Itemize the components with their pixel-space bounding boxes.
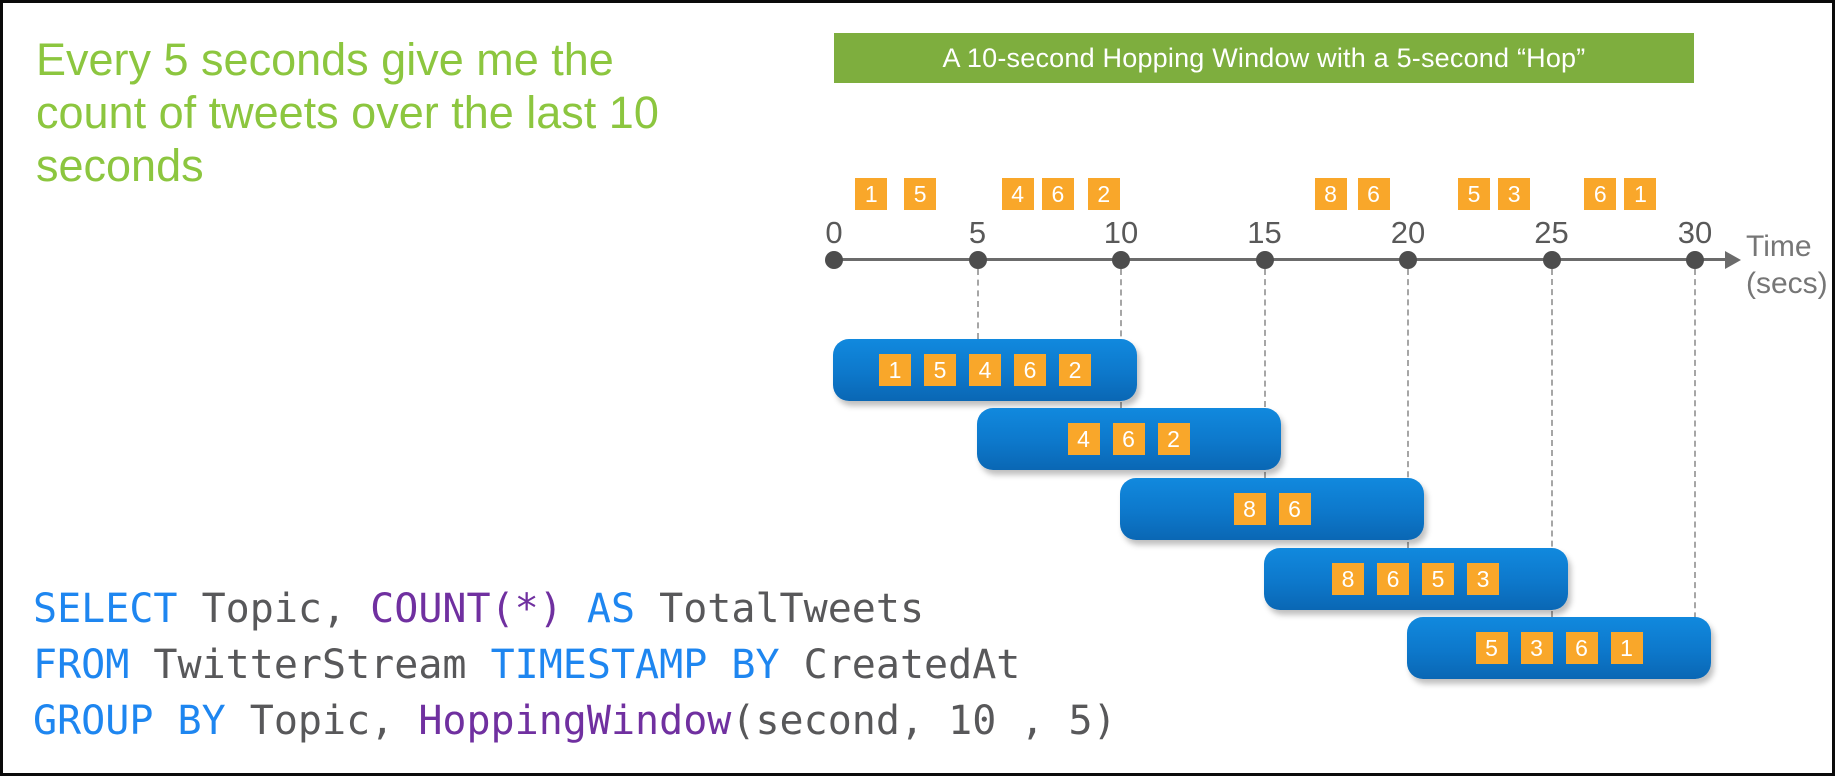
banner-title: A 10-second Hopping Window with a 5-seco… [834, 33, 1694, 83]
window-event-box: 6 [1112, 423, 1145, 455]
sql-keyword: TIMESTAMP BY [490, 642, 780, 688]
sql-text: Topic, [177, 586, 371, 632]
gridline-dashed-20 [1407, 269, 1409, 548]
sql-code-line: GROUP BY Topic, HoppingWindow(second, 10… [33, 693, 1117, 749]
window-event-box: 8 [1233, 493, 1266, 525]
event-box: 2 [1087, 178, 1120, 210]
tick-dot-5 [968, 251, 987, 269]
tick-dot-30 [1686, 251, 1704, 269]
window-event-box: 5 [1475, 632, 1508, 664]
time-axis-label-line2: (secs) [1746, 267, 1828, 300]
tick-dot-15 [1255, 251, 1274, 269]
tick-dot-0 [825, 251, 843, 269]
window-event-box: 1 [879, 354, 911, 386]
event-box: 6 [1357, 178, 1390, 210]
window-event-box: 5 [1422, 563, 1454, 595]
event-box: 1 [1624, 178, 1657, 210]
tick-label-25: 25 [1534, 215, 1569, 250]
headline-line: count of tweets over the last 10 [36, 87, 659, 138]
time-axis-label-line1: Time [1746, 230, 1812, 263]
event-box: 5 [1458, 178, 1490, 210]
event-box: 6 [1041, 178, 1074, 210]
tick-label-30: 30 [1677, 215, 1713, 250]
window-event-box: 2 [1059, 354, 1091, 386]
sql-text: TwitterStream [129, 642, 491, 688]
window-event-box: 6 [1377, 563, 1409, 595]
event-box: 8 [1314, 178, 1347, 210]
gridline-dashed-30 [1694, 269, 1696, 679]
sql-keyword: SELECT [33, 586, 178, 632]
gridline-dashed-25 [1550, 269, 1553, 617]
window-event-box: 4 [969, 354, 1001, 386]
sql-code-line: SELECT Topic, COUNT(*) AS TotalTweets [33, 581, 1117, 637]
tick-label-20: 20 [1390, 215, 1426, 250]
window-event-box: 6 [1565, 632, 1598, 664]
headline-line: seconds [36, 140, 204, 191]
sql-keyword: AS [562, 586, 660, 632]
tick-label-10: 10 [1103, 215, 1139, 250]
window-event-box: 5 [924, 354, 956, 386]
sql-keyword: GROUP BY [33, 698, 226, 744]
tick-label-15: 15 [1247, 215, 1282, 250]
window-event-box: 6 [1278, 493, 1311, 525]
window-event-box: 3 [1520, 632, 1553, 664]
sql-text: Topic, [225, 698, 419, 744]
tick-label-5: 5 [968, 215, 987, 250]
event-box: 4 [1001, 178, 1034, 210]
sql-keyword: FROM [33, 642, 130, 688]
gridline-dashed-15 [1263, 269, 1266, 478]
tick-dot-25 [1542, 251, 1561, 269]
sql-code-line: FROM TwitterStream TIMESTAMP BY CreatedA… [33, 637, 1117, 693]
event-box: 6 [1584, 178, 1617, 210]
sql-function: COUNT(*) [370, 586, 563, 632]
time-axis-arrowhead-icon [1725, 251, 1741, 269]
sql-text: CreatedAt [779, 642, 1021, 688]
sql-function: HoppingWindow [418, 698, 732, 744]
gridline-dashed-5 [976, 269, 979, 339]
event-box: 5 [904, 178, 937, 210]
window-event-box: 1 [1610, 632, 1643, 664]
event-box: 3 [1498, 178, 1531, 210]
time-axis-line [834, 258, 1727, 261]
gridline-dashed-10 [1120, 269, 1122, 408]
tick-dot-20 [1399, 251, 1417, 269]
window-event-box: 2 [1157, 423, 1190, 455]
window-event-box: 3 [1467, 563, 1499, 595]
headline-line: Every 5 seconds give me the [36, 34, 614, 85]
sql-text: TotalTweets [659, 586, 925, 632]
sql-text: (second, 10 , 5) [731, 698, 1117, 744]
event-box: 1 [855, 178, 888, 210]
window-event-box: 6 [1014, 354, 1046, 386]
tick-label-0: 0 [825, 215, 843, 250]
time-axis-label: Time (secs) [1746, 228, 1832, 302]
tick-dot-10 [1112, 251, 1130, 269]
window-event-box: 4 [1067, 423, 1100, 455]
window-event-box: 8 [1332, 563, 1364, 595]
